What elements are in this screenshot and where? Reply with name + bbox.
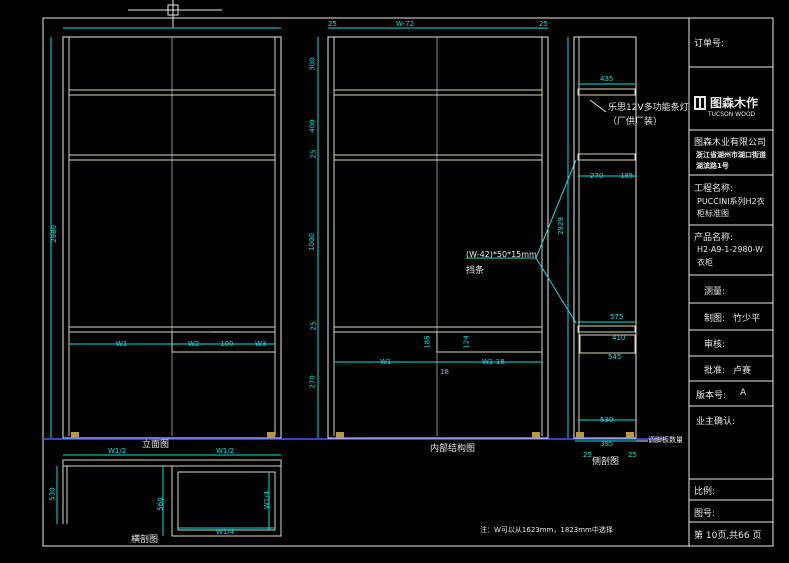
dim-side-530: 530 bbox=[600, 416, 614, 424]
side-section-view bbox=[567, 36, 648, 442]
dim-elev-100: 100 bbox=[220, 340, 234, 348]
dim-side-185: 185 bbox=[620, 172, 634, 180]
dim-side-395: 395 bbox=[600, 440, 614, 448]
page-number: 第 10页,共66 页 bbox=[694, 531, 762, 541]
dim-side-25c: 25 bbox=[583, 451, 592, 459]
dim-side-25d: 25 bbox=[628, 451, 637, 459]
drawn-by-label: 制图: bbox=[704, 314, 726, 324]
scale-label: 比例: bbox=[694, 487, 716, 497]
lamp-callout-2: （厂供厂装） bbox=[608, 117, 663, 127]
dim-side-545: 545 bbox=[608, 353, 622, 361]
company-name: 图森木业有限公司 bbox=[694, 138, 767, 148]
origin-marker bbox=[128, 0, 222, 28]
dim-int-124: 124 bbox=[462, 335, 471, 349]
dim-total-height: 2980 bbox=[49, 225, 58, 243]
dim-sec-bottom: W1/4 bbox=[216, 528, 235, 536]
product-name-1: H2-A9-1-2980-W bbox=[697, 245, 764, 254]
brand-logo-icon bbox=[694, 95, 706, 110]
dim-sec-w1: W1/2 bbox=[108, 447, 127, 455]
dim-side-435: 435 bbox=[600, 75, 614, 83]
dim-elev-w2: W2 bbox=[188, 340, 200, 348]
dim-height-400: 400 bbox=[308, 119, 317, 133]
approve-value: 卢赛 bbox=[733, 366, 752, 376]
dim-elev-w1: W1 bbox=[116, 340, 128, 348]
brand-name-en: TUCSON WOOD bbox=[708, 111, 756, 118]
dim-side-575: 575 bbox=[610, 313, 624, 321]
drawing-frame bbox=[42, 17, 774, 547]
company-address-1: 浙江省湖州市湖口街道 bbox=[696, 151, 766, 159]
dim-sec-530: 530 bbox=[48, 487, 57, 501]
project-name-1: PUCCINI系列H2衣 bbox=[697, 197, 765, 206]
product-label: 产品名称: bbox=[694, 233, 734, 243]
dim-height-1000: 1000 bbox=[307, 233, 316, 251]
drawing-number-label: 图号: bbox=[694, 509, 716, 519]
dim-elev-w3: W3 bbox=[255, 340, 267, 348]
strip-callout-1: (W-42)*50*15mm bbox=[466, 250, 537, 259]
product-name-2: 衣柜 bbox=[697, 258, 713, 267]
version-value: A bbox=[740, 388, 747, 398]
internal-structure-title: 内部结构图 bbox=[430, 444, 476, 454]
dim-height-270: 270 bbox=[308, 375, 317, 389]
adjust-foot-callout: 调脚板数量 bbox=[648, 436, 683, 444]
dim-int-18: 18 bbox=[440, 368, 449, 376]
elevation-title: 立面图 bbox=[142, 440, 170, 450]
company-address-2: 湖滨路1号 bbox=[696, 162, 729, 170]
dim-int-middle: W1-18 bbox=[482, 358, 505, 366]
dim-height-300: 300 bbox=[308, 57, 317, 71]
plan-section-view bbox=[56, 454, 282, 537]
dim-sec-width: W1/4 bbox=[263, 490, 272, 510]
dim-height-25a: 25 bbox=[309, 149, 318, 159]
survey-label: 测量: bbox=[704, 287, 726, 297]
project-label: 工程名称: bbox=[694, 184, 734, 194]
drawing-note: 注：W可以从1623mm，1823mm中选择 bbox=[480, 526, 613, 534]
side-section-title: 侧剖图 bbox=[592, 457, 620, 467]
project-name-2: 柜标准图 bbox=[697, 209, 729, 218]
brand-name: 图森木作 bbox=[710, 96, 759, 110]
review-label: 审核: bbox=[704, 340, 726, 350]
dim-int-185: 185 bbox=[423, 335, 432, 349]
approve-label: 批准: bbox=[704, 366, 726, 376]
drawn-by-value: 竹少平 bbox=[733, 314, 761, 324]
lamp-callout-1: 乐思12V多功能条灯 bbox=[608, 103, 689, 113]
dim-side-25-left: 25 bbox=[328, 20, 337, 28]
elevation-view bbox=[50, 27, 282, 439]
version-label: 版本号: bbox=[696, 391, 727, 401]
dim-int-w1: W1 bbox=[380, 358, 392, 366]
owner-confirm-label: 业主确认: bbox=[696, 417, 736, 427]
dim-inner-height: 2929 bbox=[556, 217, 565, 235]
title-block-grid bbox=[689, 66, 773, 523]
brand-logo: 图森木作 bbox=[694, 94, 758, 111]
internal-structure-view bbox=[317, 27, 577, 439]
dim-sec-560: 560 bbox=[156, 497, 165, 511]
dim-side-25-right: 25 bbox=[539, 20, 548, 28]
dim-top-width: W-72 bbox=[396, 20, 415, 28]
order-number-label: 订单号: bbox=[694, 39, 725, 49]
strip-callout-2: 挡条 bbox=[466, 266, 485, 276]
dim-height-25b: 25 bbox=[309, 321, 318, 331]
plan-section-title: 横剖图 bbox=[131, 535, 159, 545]
dim-side-270: 270 bbox=[590, 172, 604, 180]
dim-sec-w2: W1/2 bbox=[216, 447, 235, 455]
dim-side-410: 410 bbox=[612, 334, 626, 342]
